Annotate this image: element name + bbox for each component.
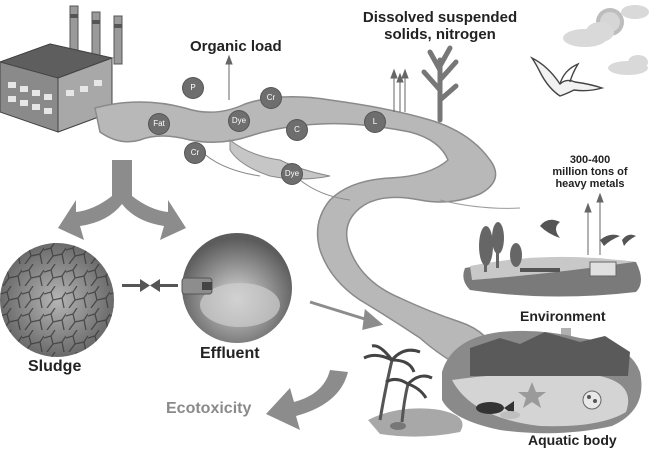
chemical-badge-l: L <box>365 112 385 132</box>
effluent-arrow <box>309 300 384 330</box>
dissolved-solids-label: Dissolved suspended solids, nitrogen <box>362 9 518 43</box>
heavy-metals-label: 300-400 million tons of heavy metals <box>552 154 628 191</box>
chemical-badge-dye: Dye <box>229 111 249 131</box>
effluent-image <box>181 233 292 343</box>
organic-load-label: Organic load <box>190 38 282 55</box>
aquatic-body <box>442 330 642 434</box>
environment-island <box>463 222 641 297</box>
environment-label: Environment <box>520 308 606 324</box>
aquatic-body-label: Aquatic body <box>528 432 617 448</box>
cloud-icon <box>563 5 649 75</box>
chemical-badge-dye: Dye <box>282 164 302 184</box>
ecotoxicity-label: Ecotoxicity <box>166 400 252 417</box>
sludge-label: Sludge <box>28 358 82 375</box>
factory-icon <box>0 5 123 133</box>
chemical-badge-cr: Cr <box>261 88 281 108</box>
ecotoxicity-arrow <box>266 370 348 430</box>
chemical-badge-p: P <box>183 78 203 98</box>
emission-arrows <box>225 54 604 255</box>
split-arrow <box>58 160 186 240</box>
dead-tree-icon <box>421 45 459 123</box>
eagle-icon <box>529 56 605 97</box>
birds-icon <box>540 219 636 246</box>
chemical-badge-fat: Fat <box>149 114 169 134</box>
palm-island <box>363 344 463 437</box>
chemical-badge-c: C <box>287 120 307 140</box>
chemical-badge-cr: Cr <box>185 143 205 163</box>
exchange-arrows <box>122 279 178 292</box>
river <box>94 96 521 373</box>
effluent-label: Effluent <box>200 345 260 362</box>
sludge-image <box>0 243 114 357</box>
